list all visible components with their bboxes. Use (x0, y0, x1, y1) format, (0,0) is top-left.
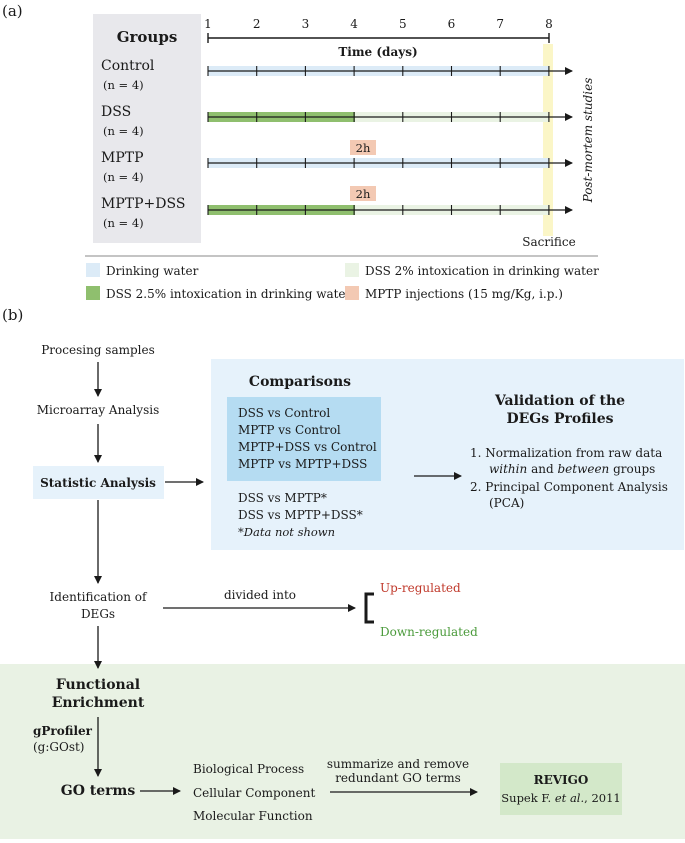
timeline-mptp (207, 158, 573, 168)
summarize-label: redundant GO terms (335, 771, 461, 785)
group-name-dss: DSS (101, 104, 131, 120)
group-row-dss: DSS (n = 4) (101, 104, 144, 138)
legend-swatch-dss2 (345, 263, 359, 277)
day-tick-label: 6 (448, 17, 456, 31)
day-tick-label: 5 (399, 17, 407, 31)
legend-swatch-dss25 (86, 286, 100, 300)
day-tick-label: 8 (545, 17, 553, 31)
legend: Drinking water DSS 2% intoxication in dr… (86, 263, 599, 301)
validation-title: DEGs Profiles (506, 411, 613, 427)
group-n-control: (n = 4) (103, 78, 144, 92)
go-terms-label: GO terms (61, 783, 136, 799)
day-tick-label: 7 (496, 17, 504, 31)
validation-item-2-detail: (PCA) (489, 496, 524, 510)
revigo-title: REVIGO (534, 773, 589, 787)
group-name-control: Control (101, 58, 155, 74)
day-tick-label: 1 (204, 17, 212, 31)
group-name-mptp-dss: MPTP+DSS (101, 196, 185, 212)
down-regulated: Down-regulated (380, 625, 478, 639)
legend-swatch-water (86, 263, 100, 277)
day-axis (207, 33, 550, 43)
groups-header: Groups (117, 28, 178, 46)
up-regulated: Up-regulated (380, 581, 461, 595)
functional-enrichment-title: Enrichment (52, 695, 145, 711)
comparison-item: DSS vs Control (238, 406, 330, 420)
comparison-extra-item: DSS vs MPTP+DSS* (238, 508, 363, 522)
validation-item-1: 1. Normalization from raw data (470, 446, 662, 460)
groups-column-bg (93, 14, 201, 243)
mptp-injection-marker-1: 2h (350, 140, 376, 155)
group-n-mptp: (n = 4) (103, 170, 144, 184)
step-processing-samples: Procesing samples (41, 343, 155, 357)
go-category: Molecular Function (193, 809, 313, 823)
time-axis-label: Time (days) (338, 45, 417, 59)
sacrifice-band (543, 44, 553, 236)
summarize-label: summarize and remove (327, 757, 469, 771)
revigo-box (500, 763, 622, 815)
timeline-mptp-dss (207, 205, 573, 215)
mptp-injection-marker-2: 2h (350, 186, 376, 201)
comparisons-main-box (227, 397, 381, 481)
group-n-dss: (n = 4) (103, 124, 144, 138)
data-not-shown-note: *Data not shown (238, 525, 335, 539)
comparison-extra-item: DSS vs MPTP* (238, 491, 327, 505)
step-microarray: Microarray Analysis (37, 403, 160, 417)
gprofiler-label: gProfiler (33, 724, 93, 738)
group-row-control: Control (n = 4) (101, 58, 155, 92)
legend-dss25-label: DSS 2.5% intoxication in drinking water (106, 287, 352, 301)
validation-title: Validation of the (494, 393, 625, 409)
day-tick-label: 4 (350, 17, 358, 31)
legend-mptp-label: MPTP injections (15 mg/Kg, i.p.) (365, 287, 563, 301)
step-statistic-analysis: Statistic Analysis (40, 476, 156, 490)
post-mortem-label: Post-mortem studies (581, 78, 595, 204)
timeline-dss (207, 112, 573, 122)
legend-water-label: Drinking water (106, 264, 199, 278)
go-category: Cellular Component (193, 786, 315, 800)
group-row-mptp: MPTP (n = 4) (101, 150, 144, 184)
go-category: Biological Process (193, 762, 304, 776)
step-identification-degs: DEGs (81, 607, 115, 621)
legend-swatch-mptp (345, 286, 359, 300)
day-tick-label: 3 (302, 17, 310, 31)
divided-into-label: divided into (224, 588, 296, 602)
comparisons-title: Comparisons (249, 374, 351, 390)
day-tick-labels: 1 2 3 4 5 6 7 8 (204, 17, 553, 31)
comparison-item: MPTP vs Control (238, 423, 341, 437)
step-identification-degs: Identification of (50, 590, 148, 604)
group-name-mptp: MPTP (101, 150, 144, 166)
legend-dss2-label: DSS 2% intoxication in drinking water (365, 264, 599, 278)
gost-label: (g:GOst) (33, 740, 85, 754)
validation-item-1-detail: within and between groups (489, 462, 655, 476)
sacrifice-label: Sacrifice (522, 235, 576, 249)
regulation-bracket (364, 592, 374, 624)
comparison-item: MPTP vs MPTP+DSS (238, 457, 367, 471)
timeline-control (207, 66, 573, 76)
statistic-analysis-box (33, 466, 164, 499)
panel-b-label: (b) (2, 306, 23, 324)
injection-label: 2h (356, 187, 371, 201)
group-row-mptp-dss: MPTP+DSS (n = 4) (101, 196, 185, 230)
injection-label: 2h (356, 141, 371, 155)
functional-enrichment-title: Functional (56, 677, 140, 693)
panel-a-label: (a) (2, 2, 23, 20)
group-n-mptp-dss: (n = 4) (103, 216, 144, 230)
day-tick-label: 2 (253, 17, 261, 31)
comparison-item: MPTP+DSS vs Control (238, 440, 377, 454)
validation-item-2: 2. Principal Component Analysis (470, 480, 668, 494)
revigo-citation: Supek F. et al., 2011 (501, 791, 620, 805)
